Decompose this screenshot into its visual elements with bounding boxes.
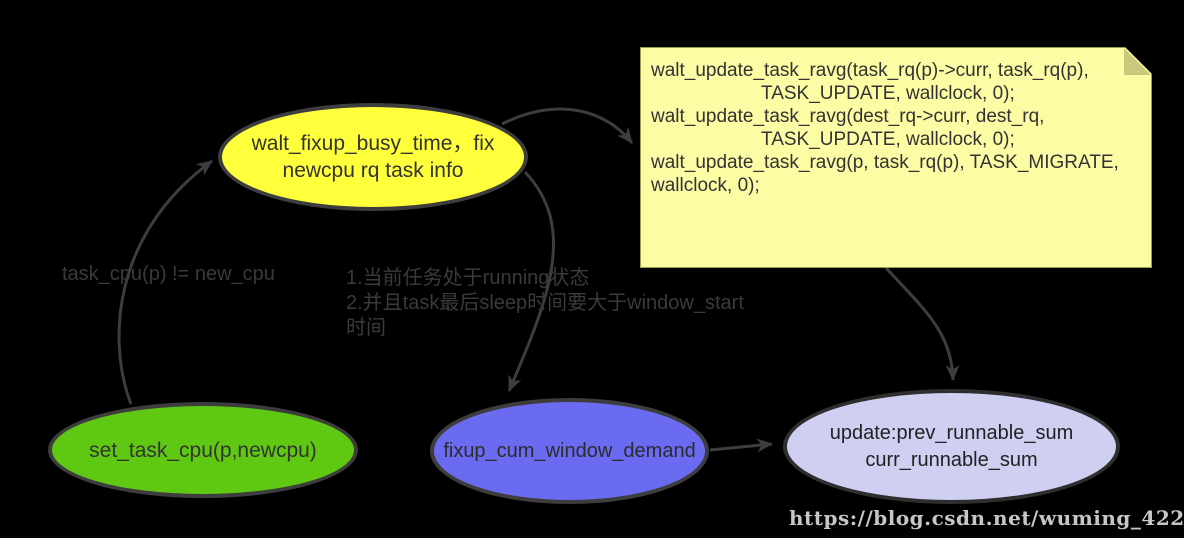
arrow-set-task-cpu-to-walt-fixup	[117, 159, 213, 405]
note-code-line: walt_update_task_ravg(dest_rq->curr, des…	[651, 106, 1045, 127]
node-label-line: update:prev_runnable_sum	[829, 421, 1074, 444]
annotation-line: 2.并且task最后sleep时间要大于window_start	[346, 292, 744, 314]
annotation-line: 1.当前任务处于running状态	[346, 267, 590, 289]
note-code-line: TASK_UPDATE, wallclock, 0);	[761, 83, 1015, 104]
note-code-line: walt_update_task_ravg(p, task_rq(p), TAS…	[651, 152, 1119, 173]
node-label-line: newcpu rq task info	[282, 159, 464, 182]
note-code-line: TASK_UPDATE, wallclock, 0);	[761, 129, 1015, 150]
note-code-line: wallclock, 0);	[651, 175, 760, 196]
note-code-line: walt_update_task_ravg(task_rq(p)->curr, …	[651, 60, 1089, 81]
node-set-task-cpu: set_task_cpu(p,newcpu)	[48, 402, 358, 498]
arrow-walt-fixup-to-fixup-cum	[507, 170, 556, 392]
node-label: set_task_cpu(p,newcpu)	[89, 438, 317, 462]
annotation-line: 时间	[346, 317, 386, 339]
node-walt-fixup-busy-time: walt_fixup_busy_time，fix newcpu rq task …	[218, 103, 528, 211]
edge-label-annotation: 1.当前任务处于running状态 2.并且task最后sleep时间要大于wi…	[346, 266, 744, 341]
node-label-line: walt_fixup_busy_time，fix	[251, 132, 495, 155]
code-note: walt_update_task_ravg(task_rq(p)->curr, …	[640, 47, 1152, 268]
watermark-url: https://blog.csdn.net/wuming_422103632	[789, 506, 1184, 530]
node-fixup-cum-window-demand: fixup_cum_window_demand	[430, 398, 709, 504]
arrow-note-to-update-sums	[884, 266, 960, 381]
edge-label-condition: task_cpu(p) != new_cpu	[62, 263, 275, 285]
node-label: fixup_cum_window_demand	[443, 439, 696, 462]
node-update-runnable-sums: update:prev_runnable_sum curr_runnable_s…	[783, 389, 1120, 504]
arrow-fixup-cum-to-update-sums	[709, 438, 773, 453]
node-label-line: curr_runnable_sum	[865, 448, 1038, 471]
arrow-walt-fixup-to-note	[501, 107, 634, 144]
